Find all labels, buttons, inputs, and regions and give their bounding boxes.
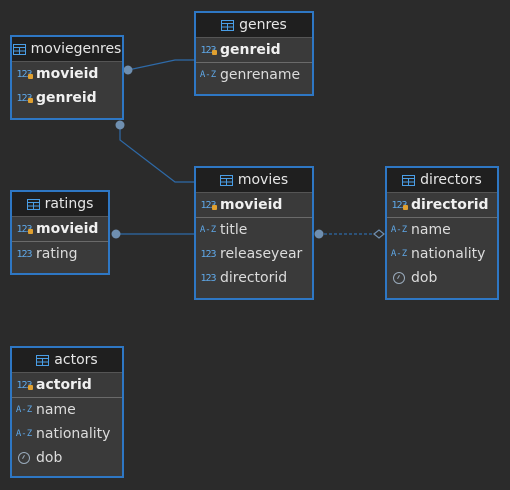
entity-title: moviegenres xyxy=(30,41,122,57)
numeric-key-icon: 123 xyxy=(16,68,33,80)
column-name: name xyxy=(411,222,451,238)
link-moviegenres-movies-endpoint xyxy=(115,120,125,130)
column-row[interactable]: 123 genreid xyxy=(12,86,122,110)
pk-section: 123 movieid xyxy=(196,193,312,218)
column-row[interactable]: 123 movieid xyxy=(12,217,108,241)
numeric-key-icon: 123 xyxy=(16,223,33,235)
entity-movies[interactable]: movies 123 movieid A-Z title 123 release… xyxy=(194,166,314,300)
text-type-icon: A-Z xyxy=(199,70,217,80)
numeric-type-icon: 123 xyxy=(16,248,32,260)
link-movies-directors-diamond xyxy=(373,229,385,239)
column-name: genreid xyxy=(36,90,97,106)
column-name: genreid xyxy=(220,42,281,58)
column-row[interactable]: A-Z title xyxy=(196,218,312,242)
table-icon xyxy=(219,174,233,186)
column-row[interactable]: 123 movieid xyxy=(196,193,312,217)
numeric-key-icon: 123 xyxy=(16,92,33,104)
column-name: directorid xyxy=(220,270,288,286)
column-name: releaseyear xyxy=(220,246,303,262)
entity-title: ratings xyxy=(44,196,94,212)
entity-header-moviegenres[interactable]: moviegenres xyxy=(12,37,122,62)
link-moviegenres-genres-endpoint xyxy=(123,65,133,75)
entity-header-actors[interactable]: actors xyxy=(12,348,122,373)
column-row[interactable]: dob xyxy=(387,266,497,290)
column-name: directorid xyxy=(411,197,489,213)
column-row[interactable]: 123 movieid xyxy=(12,62,122,86)
numeric-key-icon: 123 xyxy=(391,199,408,211)
entity-title: directors xyxy=(420,172,482,188)
column-row[interactable]: 123 directorid xyxy=(196,266,312,290)
column-row[interactable]: A-Z name xyxy=(12,398,122,422)
column-name: nationality xyxy=(36,426,111,442)
numeric-type-icon: 123 xyxy=(200,248,216,260)
column-row[interactable]: A-Z genrename xyxy=(196,63,312,87)
link-moviegenres-movies[interactable] xyxy=(119,125,196,183)
column-name: actorid xyxy=(36,377,92,393)
entity-header-ratings[interactable]: ratings xyxy=(12,192,108,217)
column-name: title xyxy=(220,222,248,238)
table-icon xyxy=(12,43,26,55)
entity-moviegenres[interactable]: moviegenres 123 movieid 123 genreid xyxy=(10,35,124,120)
link-ratings-movies-endpoint xyxy=(111,229,121,239)
column-name: genrename xyxy=(220,67,301,83)
column-row[interactable]: A-Z nationality xyxy=(387,242,497,266)
entity-header-directors[interactable]: directors xyxy=(387,168,497,193)
column-row[interactable]: 123 directorid xyxy=(387,193,497,217)
column-name: movieid xyxy=(36,66,99,82)
column-row[interactable]: 123 releaseyear xyxy=(196,242,312,266)
column-name: nationality xyxy=(411,246,486,262)
column-row[interactable]: 123 rating xyxy=(12,242,108,266)
entity-title: actors xyxy=(54,352,98,368)
text-type-icon: A-Z xyxy=(390,225,408,235)
column-name: movieid xyxy=(36,221,99,237)
column-row[interactable]: 123 actorid xyxy=(12,373,122,397)
clock-icon xyxy=(393,272,405,284)
column-name: dob xyxy=(411,270,438,286)
column-row[interactable]: A-Z nationality xyxy=(12,422,122,446)
text-type-icon: A-Z xyxy=(199,225,217,235)
column-row[interactable]: dob xyxy=(12,446,122,470)
numeric-key-icon: 123 xyxy=(200,44,217,56)
link-moviegenres-genres[interactable] xyxy=(127,59,196,71)
entity-ratings[interactable]: ratings 123 movieid 123 rating xyxy=(10,190,110,275)
column-name: name xyxy=(36,402,76,418)
pk-section: 123 directorid xyxy=(387,193,497,218)
table-icon xyxy=(402,174,416,186)
text-type-icon: A-Z xyxy=(390,249,408,259)
date-type-icon xyxy=(15,452,33,464)
text-type-icon: A-Z xyxy=(15,405,33,415)
pk-section: 123 genreid xyxy=(196,38,312,63)
column-row[interactable]: A-Z name xyxy=(387,218,497,242)
link-movies-directors-endpoint xyxy=(314,229,324,239)
entity-title: genres xyxy=(239,17,287,33)
pk-section: 123 actorid xyxy=(12,373,122,398)
entity-directors[interactable]: directors 123 directorid A-Z name A-Z na… xyxy=(385,166,499,300)
entity-title: movies xyxy=(237,172,289,188)
numeric-key-icon: 123 xyxy=(200,199,217,211)
column-name: dob xyxy=(36,450,63,466)
table-icon xyxy=(26,198,40,210)
numeric-key-icon: 123 xyxy=(16,379,33,391)
entity-header-movies[interactable]: movies xyxy=(196,168,312,193)
entity-header-genres[interactable]: genres xyxy=(196,13,312,38)
table-icon xyxy=(221,19,235,31)
date-type-icon xyxy=(390,272,408,284)
pk-section: 123 movieid 123 genreid xyxy=(12,62,122,110)
column-row[interactable]: 123 genreid xyxy=(196,38,312,62)
entity-actors[interactable]: actors 123 actorid A-Z name A-Z national… xyxy=(10,346,124,478)
text-type-icon: A-Z xyxy=(15,429,33,439)
clock-icon xyxy=(18,452,30,464)
column-name: rating xyxy=(36,246,78,262)
table-icon xyxy=(36,354,50,366)
pk-section: 123 movieid xyxy=(12,217,108,242)
numeric-type-icon: 123 xyxy=(200,272,216,284)
column-name: movieid xyxy=(220,197,283,213)
entity-genres[interactable]: genres 123 genreid A-Z genrename xyxy=(194,11,314,96)
